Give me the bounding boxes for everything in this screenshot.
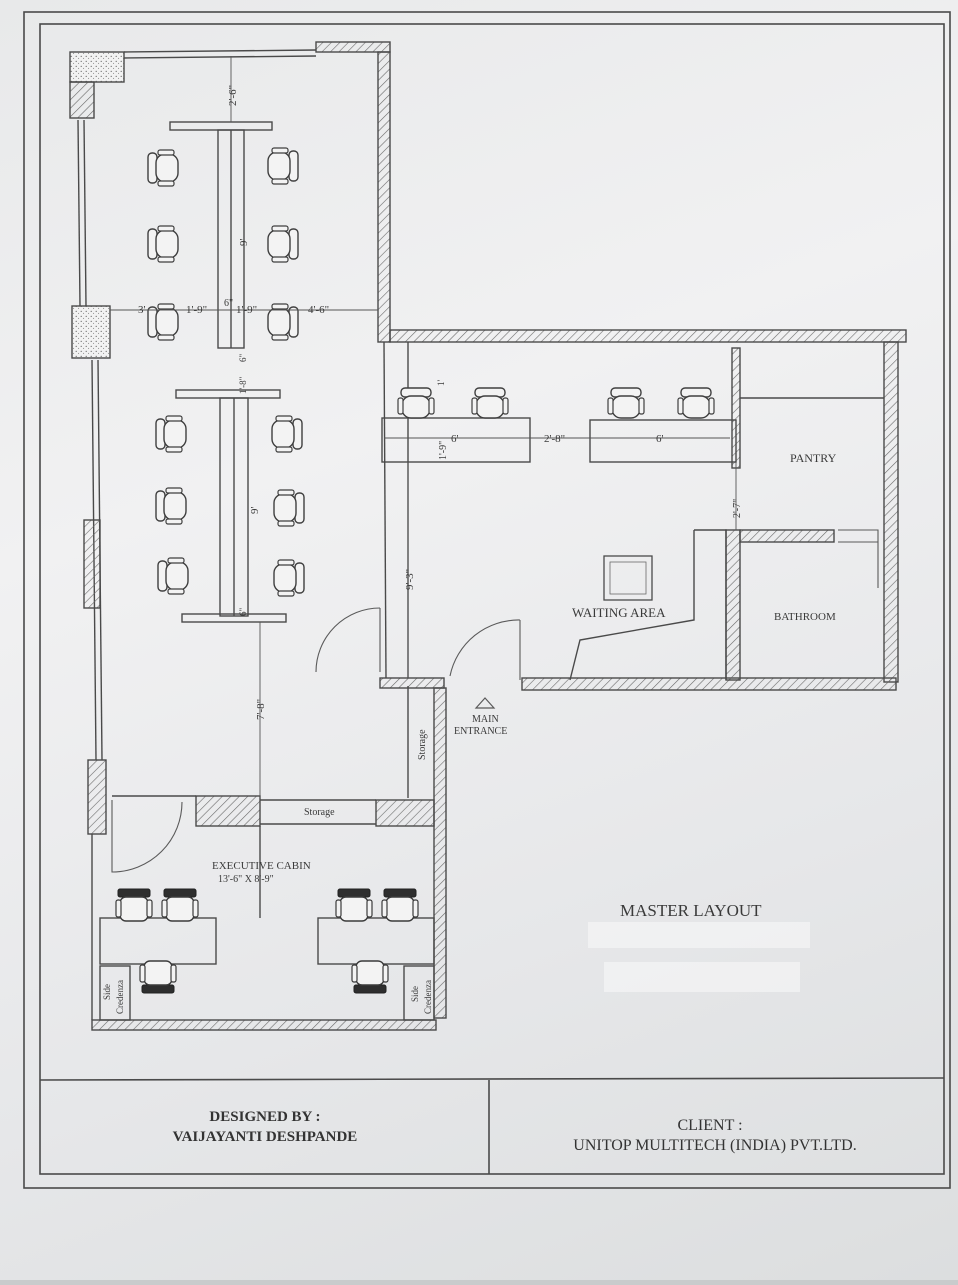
- dim-between-b: 1'-8": [238, 376, 248, 394]
- label-side-left: Side: [102, 984, 112, 1000]
- dim-bench-length-lower: 9': [249, 507, 261, 515]
- dim-pantry-gap: 2'-7": [732, 499, 743, 518]
- label-bathroom: BATHROOM: [774, 611, 836, 623]
- label-executive-cabin-size: 13'-6" X 8'-9": [218, 874, 274, 885]
- column: [71, 305, 111, 359]
- dim-desk-width-a: 6': [451, 433, 459, 445]
- door-swing: [449, 619, 521, 677]
- label-main-entrance-1: MAIN: [472, 714, 499, 725]
- right-wing-desks: [381, 417, 737, 463]
- dim-bench-length-upper: 9': [238, 239, 250, 247]
- dim-right-clearance: 4'-6": [308, 304, 329, 316]
- label-credenza-left: Credenza: [115, 980, 125, 1014]
- dim-desk-top-small: 1': [436, 380, 446, 387]
- label-main-entrance-2: ENTRANCE: [454, 726, 507, 737]
- dim-top-clearance: 2'-6": [227, 85, 239, 106]
- dim-aisle-7-8: 7'-8": [255, 699, 267, 720]
- entrance-marker-icon: [474, 697, 496, 709]
- labels: PANTRY WAITING AREA BATHROOM MAIN ENTRAN…: [102, 85, 837, 1014]
- dimension-lines: [110, 56, 737, 798]
- executive-chairs: [115, 888, 419, 994]
- dim-left-3: 3': [138, 304, 146, 316]
- doors: [111, 529, 879, 873]
- column: [69, 51, 125, 83]
- right-wing-chairs: [397, 387, 715, 419]
- label-storage-vertical: Storage: [417, 729, 428, 760]
- dim-desk-depth: 1'-9": [438, 441, 449, 460]
- door-swing: [315, 607, 381, 673]
- client-name: UNITOP MULTITECH (INDIA) PVT.LTD.: [573, 1137, 857, 1154]
- dim-seat-depth-left: 1'-9": [186, 304, 207, 316]
- label-executive-cabin: EXECUTIVE CABIN: [212, 860, 311, 872]
- walls: [69, 41, 907, 1031]
- dim-between-a: 6": [238, 354, 248, 363]
- label-pantry: PANTRY: [790, 451, 837, 465]
- waiting-table: [603, 555, 653, 601]
- door-swing: [838, 529, 879, 588]
- title-block: [39, 1077, 945, 1174]
- label-credenza-right: Credenza: [423, 980, 433, 1014]
- drawing-title: MASTER LAYOUT: [620, 901, 762, 920]
- dim-desk-gap: 2'-8": [544, 433, 565, 445]
- dim-seat-depth-right: 1'-9": [236, 304, 257, 316]
- door-swing: [111, 800, 183, 873]
- designed-by-label: DESIGNED BY :: [209, 1109, 321, 1125]
- client-label: CLIENT :: [677, 1117, 743, 1134]
- dim-bottom-bench-6: 6": [238, 608, 248, 617]
- workstation-chairs: [147, 147, 305, 597]
- label-side-right: Side: [410, 986, 420, 1002]
- dim-bench-gap-left: 6": [224, 298, 233, 309]
- label-waiting-area: WAITING AREA: [572, 605, 666, 620]
- dim-desk-width-b: 6': [656, 433, 664, 445]
- sheet-border: [23, 11, 951, 1189]
- workstation-bench: [169, 121, 287, 623]
- designer-name: VAIJAYANTI DESHPANDE: [172, 1129, 358, 1145]
- label-storage-horizontal: Storage: [304, 807, 335, 818]
- tape: [588, 922, 810, 992]
- dim-corridor-9-3: 9'-3": [404, 569, 416, 590]
